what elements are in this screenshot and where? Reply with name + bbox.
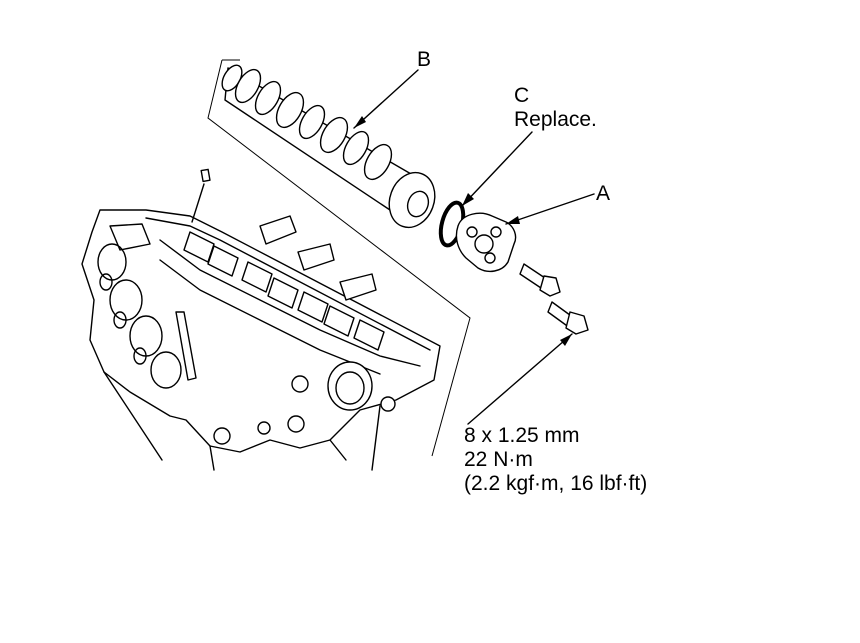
torque-bolt-size: 8 x 1.25 mm [464,424,580,447]
bolt-lower [547,301,589,335]
assembly-plane-outline [207,59,471,457]
callout-c-label: C [514,84,530,107]
callout-a-label: A [596,182,611,205]
leader-b-arrowhead [354,116,366,128]
leader-b [353,69,419,129]
leader-torque [467,333,573,425]
leader-c [461,131,533,207]
callout-b-label: B [417,48,432,71]
cover-plate-a [455,212,517,273]
camshaft-b [221,64,436,229]
leader-a [505,193,595,225]
cylinder-head [81,168,441,471]
torque-value-nm: 22 N·m [464,448,533,471]
leader-lines [353,69,595,425]
leader-a-arrowhead [506,216,520,224]
leader-torque-arrowhead [560,334,572,346]
leader-c-arrowhead [462,193,474,206]
torque-value-alt: (2.2 kgf·m, 16 lbf·ft) [464,472,648,495]
callout-c-note: Replace. [514,108,597,131]
bolt-upper [519,263,561,297]
